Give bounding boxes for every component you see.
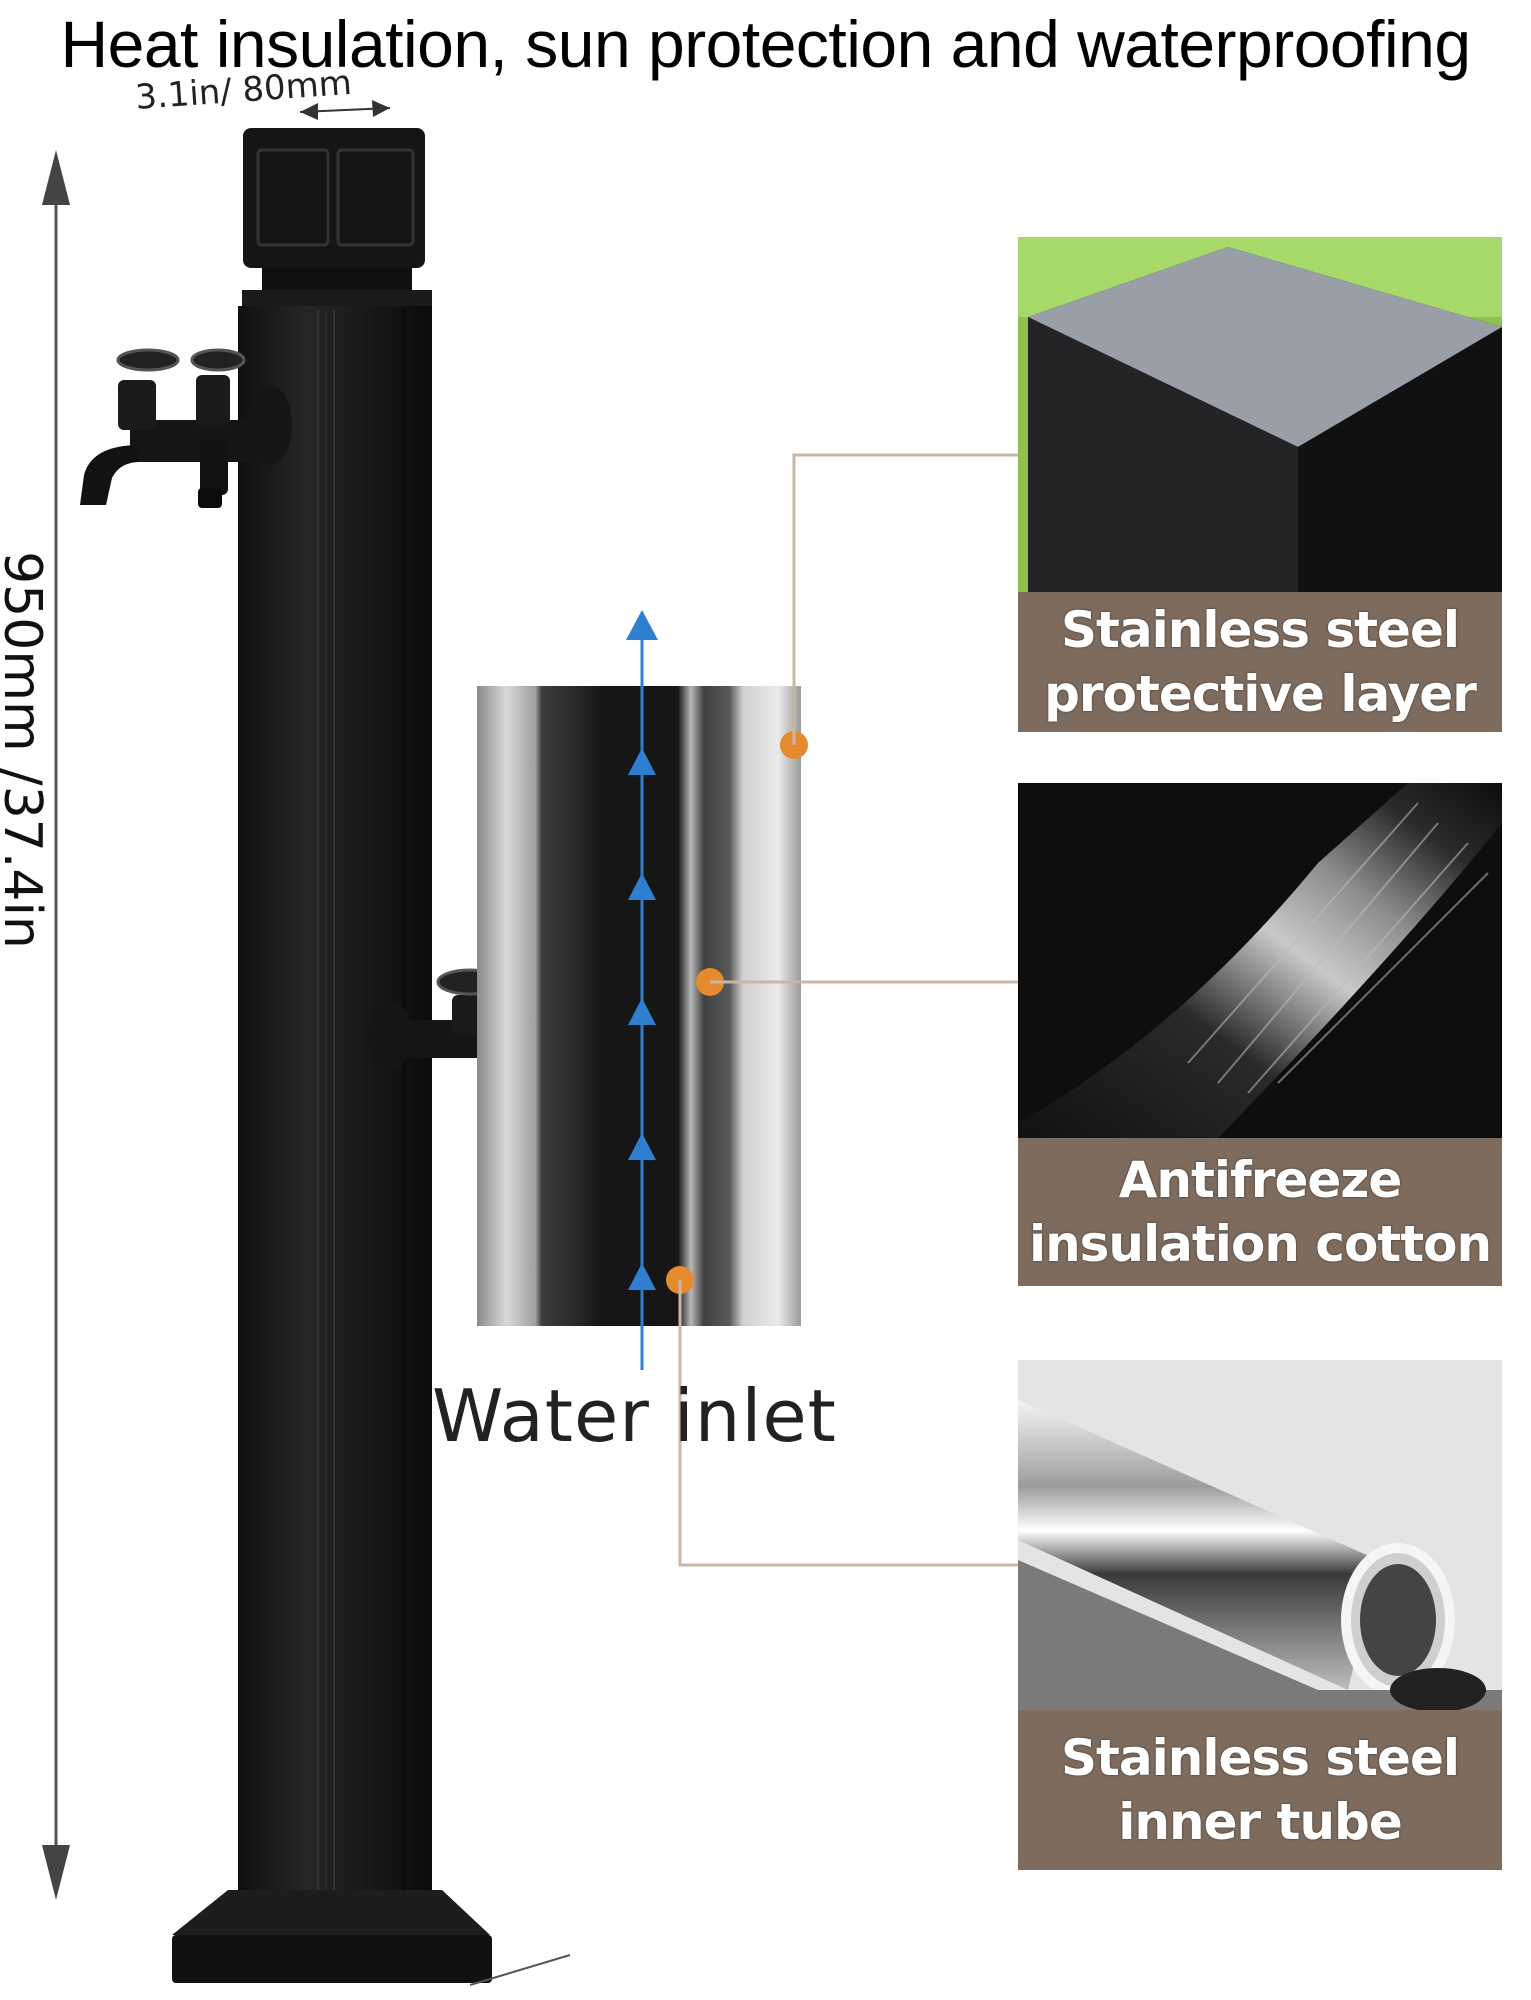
water-inlet-label: Water inlet: [432, 1374, 837, 1458]
upper-faucet: [80, 348, 292, 508]
protective-layer-line2: protective layer: [1044, 665, 1477, 723]
inner-tube-photo: [1018, 1360, 1502, 1710]
leader-lines: [678, 453, 1018, 1567]
inner-tube-line2: inner tube: [1118, 1793, 1403, 1851]
protective-layer-photo: [1018, 237, 1502, 592]
layer-panel-inner-tube: Stainless steel inner tube: [1018, 1360, 1502, 1870]
inner-tube-line1: Stainless steel: [1061, 1729, 1460, 1787]
post: [172, 128, 571, 1986]
protective-layer-line1: Stainless steel: [1061, 601, 1460, 659]
width-dimension-line: [299, 100, 391, 120]
height-dimension-line: [42, 150, 70, 1900]
insulation-cotton-photo: [1018, 783, 1502, 1138]
insulation-cotton-caption: Antifreeze insulation cotton: [1018, 1138, 1502, 1286]
protective-layer-caption: Stainless steel protective layer: [1018, 592, 1502, 732]
layer-panel-insulation: Antifreeze insulation cotton: [1018, 783, 1502, 1286]
height-label: 950mm /37.4in: [0, 551, 52, 949]
insulation-cotton-line2: insulation cotton: [1028, 1215, 1492, 1273]
inner-tube-caption: Stainless steel inner tube: [1018, 1710, 1502, 1870]
layer-panel-protective: Stainless steel protective layer: [1018, 237, 1502, 732]
water-flow-arrows: [626, 610, 658, 1290]
tube-cross-section: [477, 610, 808, 1370]
insulation-cotton-line1: Antifreeze: [1118, 1151, 1403, 1209]
page-title: Heat insulation, sun protection and wate…: [60, 7, 1471, 81]
